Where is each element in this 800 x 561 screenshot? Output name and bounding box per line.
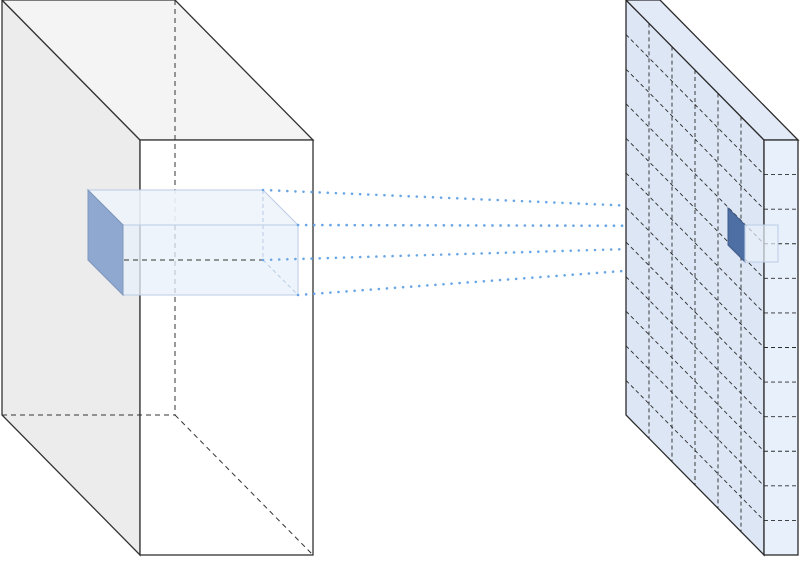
kernel-hidden-edges — [262, 190, 299, 296]
grid-row-line — [625, 34, 765, 175]
kernel-top-face — [86, 189, 300, 226]
grid-row-line — [625, 207, 765, 348]
grid-row-line — [625, 241, 765, 383]
output-cell-extension — [744, 224, 779, 263]
grid-row-line — [625, 68, 765, 210]
grid-row-line — [625, 172, 765, 314]
kernel-front-face — [87, 188, 124, 297]
kernel-column — [86, 188, 300, 297]
output-feature-map — [625, 0, 800, 557]
